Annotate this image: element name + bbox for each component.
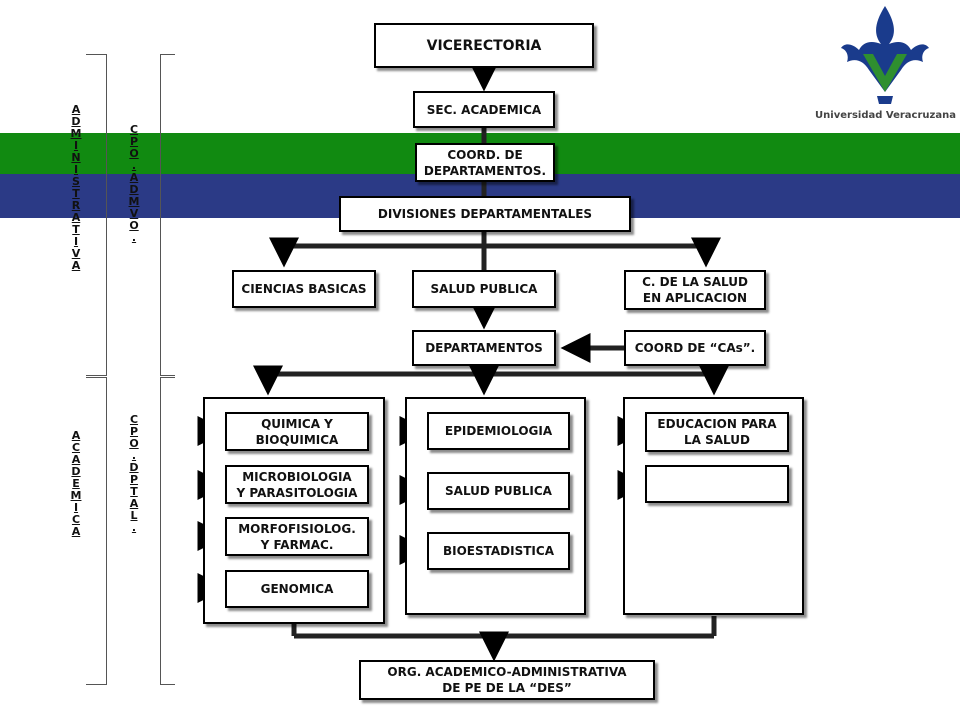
university-logo: Universidad Veracruzana bbox=[811, 0, 960, 133]
salud-publica-division-box: SALUD PUBLICA bbox=[412, 270, 556, 308]
vertical-label-char: A bbox=[129, 497, 139, 510]
vertical-label-char: A bbox=[71, 103, 81, 116]
vertical-label-char: O bbox=[129, 219, 139, 232]
vertical-label-char: . bbox=[131, 521, 137, 534]
c-salud-aplicacion-box: C. DE LA SALUD EN APLICACION bbox=[624, 270, 766, 310]
vertical-label-char: O bbox=[129, 437, 139, 450]
org-academico-box: ORG. ACADEMICO-ADMINISTRATIVA DE PE DE L… bbox=[359, 660, 655, 700]
vertical-label-char: I bbox=[73, 139, 79, 152]
vertical-label-char: A bbox=[71, 525, 81, 538]
dept-educacion-salud-box: EDUCACION PARA LA SALUD bbox=[645, 412, 789, 452]
vertical-label-char: C bbox=[129, 413, 139, 426]
vertical-label-char: O bbox=[129, 147, 139, 160]
ciencias-basicas-box: CIENCIAS BASICAS bbox=[232, 270, 376, 308]
vertical-label-char: . bbox=[131, 159, 137, 172]
dept-bioestadistica-box: BIOESTADISTICA bbox=[427, 532, 570, 570]
dept-epidemiologia-box: EPIDEMIOLOGIA bbox=[427, 412, 570, 450]
vertical-label-char: M bbox=[70, 127, 82, 140]
bracket-academica bbox=[86, 377, 107, 685]
vertical-label-char: T bbox=[130, 485, 138, 498]
coord-cas-box: COORD DE “CAs”. bbox=[624, 330, 766, 366]
vertical-label-char: A bbox=[71, 429, 81, 442]
vicerectoria-box: VICERECTORIA bbox=[374, 23, 594, 68]
sec-academica-box: SEC. ACADEMICA bbox=[413, 91, 555, 128]
vertical-label-char: V bbox=[129, 207, 139, 220]
logo-emblem-icon bbox=[841, 6, 929, 104]
vertical-label-char: D bbox=[129, 183, 139, 196]
bracket-cpo-admvo bbox=[160, 54, 175, 376]
logo-text: Universidad Veracruzana bbox=[815, 110, 956, 121]
vertical-label-char: L bbox=[130, 509, 138, 522]
divisiones-box: DIVISIONES DEPARTAMENTALES bbox=[339, 196, 631, 232]
vertical-label-char: D bbox=[71, 115, 81, 128]
vertical-label-char: P bbox=[129, 473, 139, 486]
vertical-label-char: A bbox=[129, 171, 139, 184]
vertical-label-char: V bbox=[71, 247, 81, 260]
vertical-label-char: I bbox=[73, 235, 79, 248]
vertical-label-char: I bbox=[73, 501, 79, 514]
vertical-label-char: M bbox=[128, 195, 140, 208]
vertical-label-char: R bbox=[71, 199, 81, 212]
dept-empty-box bbox=[645, 465, 789, 503]
vertical-label-char: N bbox=[71, 151, 81, 164]
vertical-label-char: P bbox=[129, 425, 139, 438]
vertical-label-char: T bbox=[72, 187, 80, 200]
vertical-label-char: P bbox=[129, 135, 139, 148]
vertical-label-char: I bbox=[73, 163, 79, 176]
vertical-label-char: C bbox=[71, 441, 81, 454]
vertical-label-char: A bbox=[71, 259, 81, 272]
dept-morfofisiologia-box: MORFOFISIOLOG. Y FARMAC. bbox=[225, 517, 369, 556]
vertical-label-char: A bbox=[71, 211, 81, 224]
dept-salud-publica-box: SALUD PUBLICA bbox=[427, 472, 570, 510]
vertical-label-char: M bbox=[70, 489, 82, 502]
dept-microbiologia-box: MICROBIOLOGIA Y PARASITOLOGIA bbox=[225, 465, 369, 504]
vertical-label-char: D bbox=[71, 465, 81, 478]
vertical-label-char: S bbox=[72, 175, 80, 188]
vertical-label-char: T bbox=[72, 223, 80, 236]
vertical-label-char: A bbox=[71, 453, 81, 466]
departamentos-box: DEPARTAMENTOS bbox=[412, 330, 556, 366]
vertical-label-char: C bbox=[71, 513, 81, 526]
bracket-administrativa bbox=[86, 54, 107, 376]
vertical-label-char: . bbox=[131, 449, 137, 462]
dept-genomica-box: GENOMICA bbox=[225, 570, 369, 608]
vertical-label-char: C bbox=[129, 123, 139, 136]
coord-departamentos-box: COORD. DE DEPARTAMENTOS. bbox=[415, 143, 555, 182]
vertical-label-char: D bbox=[129, 461, 139, 474]
vertical-label-char: E bbox=[72, 477, 80, 490]
dept-quimica-box: QUIMICA Y BIOQUIMICA bbox=[225, 412, 369, 451]
vertical-label-char: . bbox=[131, 231, 137, 244]
bracket-cpo-dptal bbox=[160, 377, 175, 685]
